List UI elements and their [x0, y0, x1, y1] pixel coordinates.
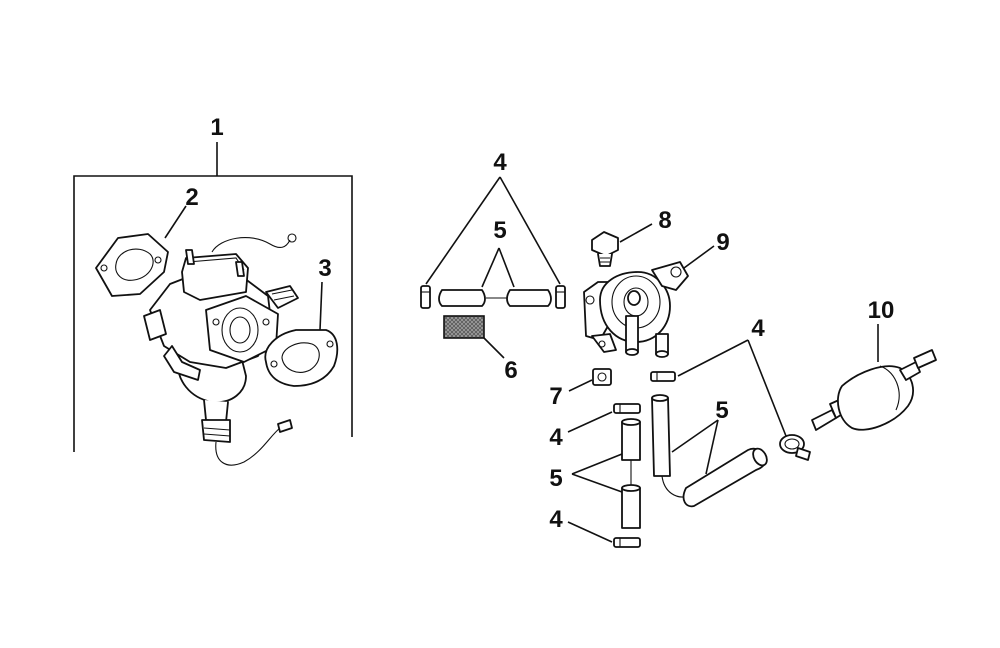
leader-6 — [483, 337, 505, 359]
fuel-pump-part — [583, 261, 689, 358]
callout-9: 9 — [716, 229, 729, 256]
hose-clamp-right-part — [555, 285, 566, 309]
carburetor-gasket-part — [95, 233, 169, 297]
hose-clamp-pump-part — [650, 371, 676, 382]
leader-7 — [568, 379, 593, 392]
leader-2 — [164, 205, 187, 239]
hex-nut-part — [592, 368, 612, 386]
inline-fuel-filter-part — [811, 349, 937, 431]
callout-3: 3 — [318, 255, 331, 282]
leader-5-lower — [571, 453, 623, 493]
pump-fitting-part — [591, 231, 619, 267]
callout-10: 10 — [868, 297, 895, 324]
leader-4-top — [425, 176, 561, 285]
carburetor-group-bracket — [73, 142, 353, 452]
callout-4-bottom: 4 — [549, 506, 563, 533]
leader-4-bottom — [567, 521, 613, 543]
callout-2: 2 — [185, 184, 198, 211]
flange-gasket-part — [264, 329, 339, 387]
callout-5-top: 5 — [493, 217, 506, 244]
hose-clamp-left-part — [420, 285, 431, 309]
leader-5-right — [671, 419, 719, 475]
leader-8 — [619, 223, 653, 243]
callout-8: 8 — [658, 207, 671, 234]
fuel-hose-left-part — [438, 289, 486, 307]
worm-clamp-part — [779, 434, 811, 461]
carburetor-part — [143, 233, 299, 466]
leader-4-right — [677, 339, 787, 437]
leader-4-mid — [567, 411, 613, 433]
hose-clamp-lower-part — [613, 537, 641, 548]
fuel-hose-angled-part — [682, 447, 768, 508]
callout-5-right: 5 — [715, 397, 728, 424]
fuel-hose-lower-part — [621, 484, 641, 529]
fuel-hose-right-part — [506, 289, 552, 307]
filter-pad-part — [443, 315, 485, 339]
callout-4-top: 4 — [493, 149, 507, 176]
callout-4-mid: 4 — [549, 424, 563, 451]
fuel-hose-upper-part — [621, 418, 641, 461]
hose-clamp-upper-part — [613, 403, 641, 414]
leader-3 — [319, 281, 323, 331]
callout-7: 7 — [549, 383, 562, 410]
leader-5-top — [481, 247, 515, 288]
leader-9 — [683, 245, 715, 269]
callout-5-lower: 5 — [549, 465, 562, 492]
callout-6: 6 — [504, 357, 517, 384]
callout-1: 1 — [210, 114, 223, 141]
callout-4-right: 4 — [751, 315, 765, 342]
fuel-hose-vertical-part — [651, 394, 671, 477]
